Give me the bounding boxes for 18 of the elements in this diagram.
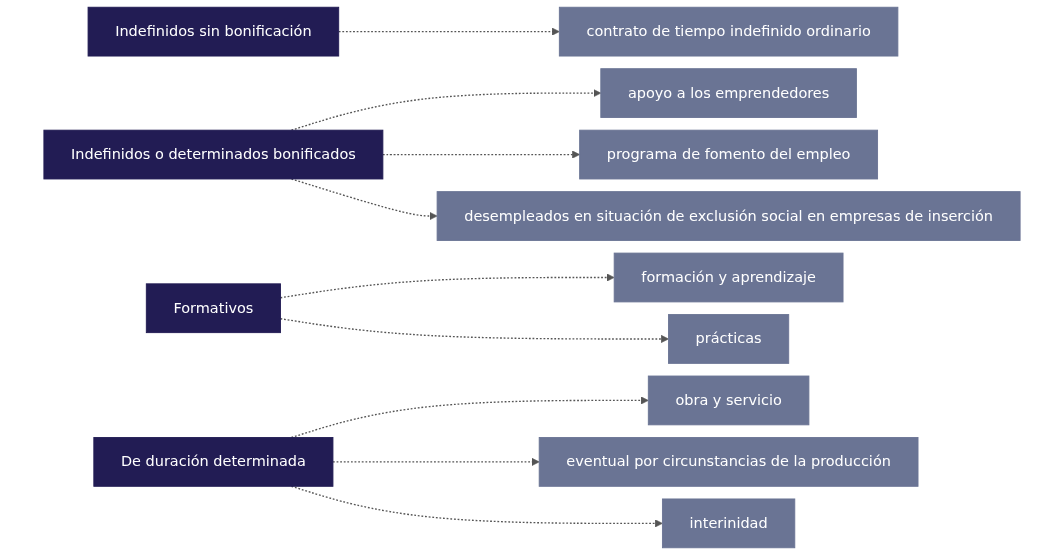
node-box: desempleados en situación de exclusión social en empresas de inserción [436, 191, 1021, 241]
node-box: programa de fomento del empleo [579, 129, 879, 180]
node-box: apoyo a los emprendedores [600, 68, 857, 118]
node-box: Indefinidos o determinados bonificados [43, 129, 384, 180]
arrow [332, 457, 540, 466]
arrow [382, 150, 580, 159]
arrow [279, 318, 669, 343]
node-box: interinidad [661, 498, 796, 549]
node-box: contrato de tiempo indefinido ordinario [558, 6, 899, 57]
arrow [338, 27, 560, 36]
arrow [279, 273, 615, 299]
node-box: Indefinidos sin bonificación [87, 6, 340, 57]
node-box: prácticas [668, 314, 790, 364]
node-box: formación y aprendizaje [613, 252, 844, 303]
node-box: eventual por circunstancias de la producción [538, 437, 919, 487]
node-box: obra y servicio [647, 375, 810, 426]
node-box: De duración determinada [93, 437, 334, 487]
node-box: Formativos [145, 283, 281, 334]
